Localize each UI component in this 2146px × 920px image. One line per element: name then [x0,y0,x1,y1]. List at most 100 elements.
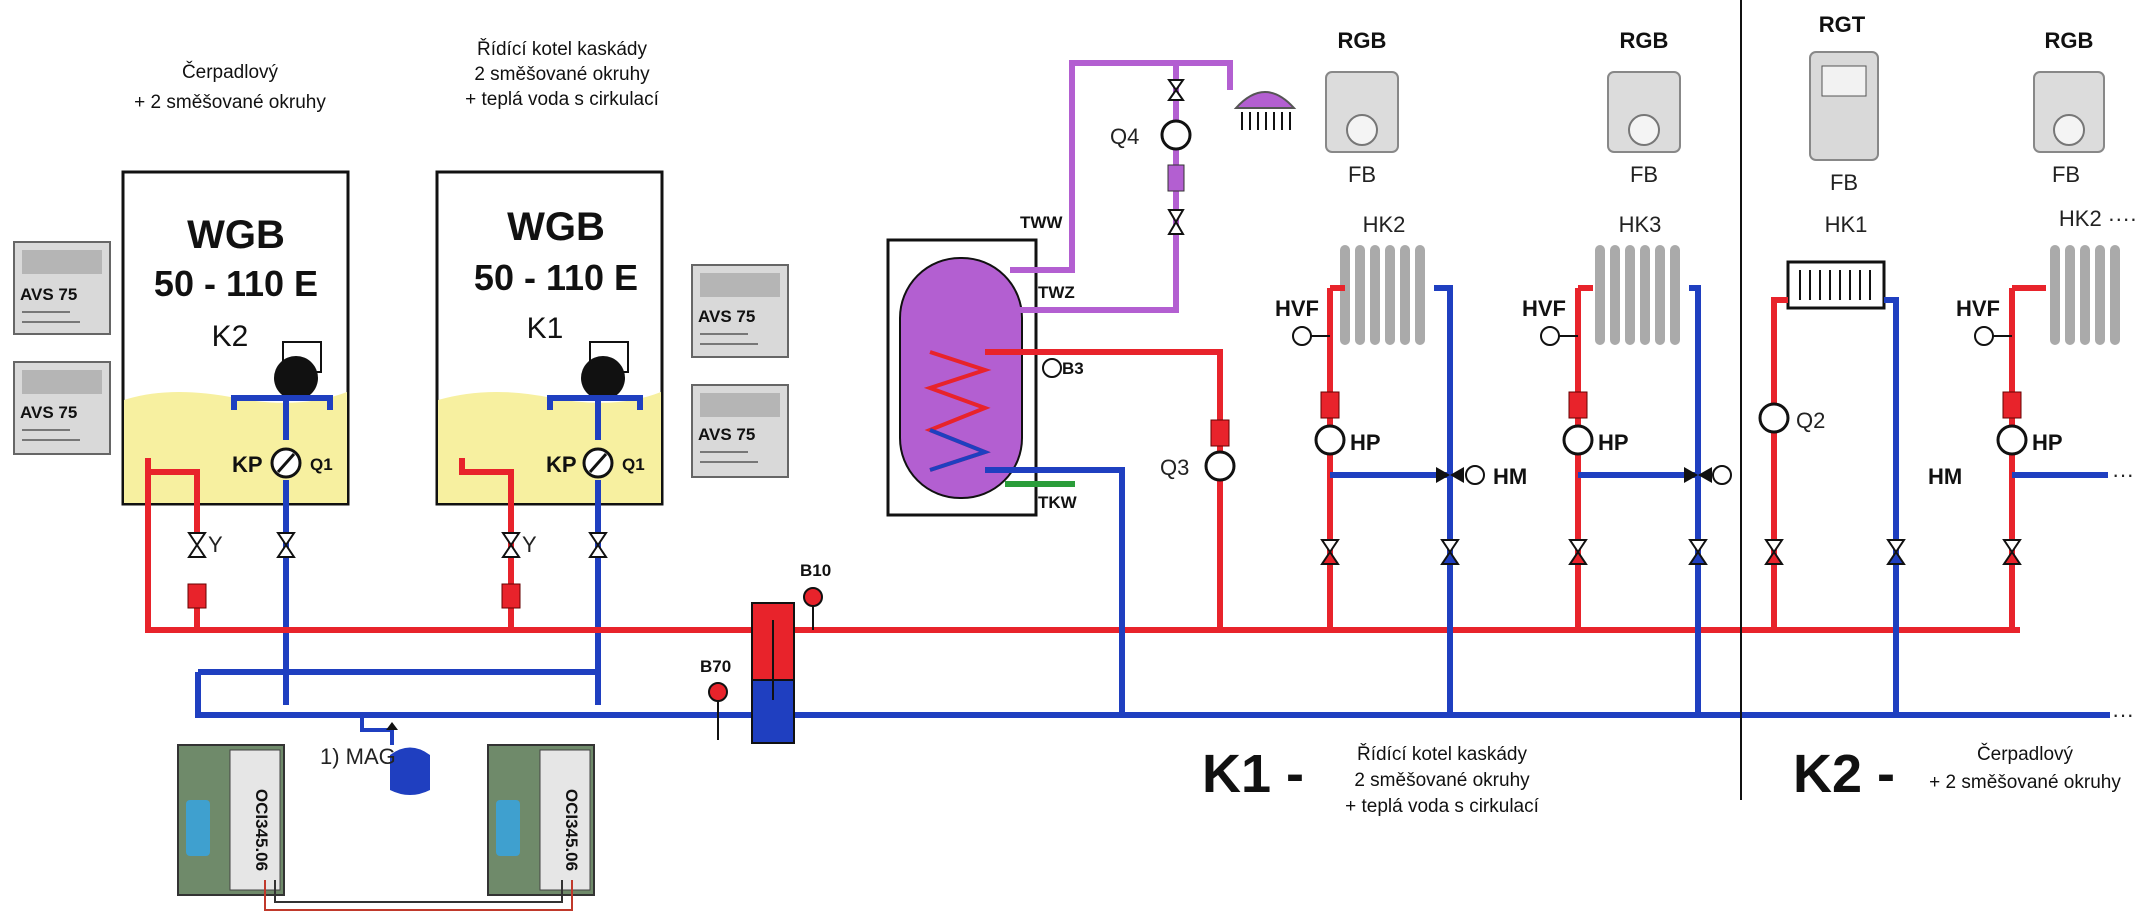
circuit-hk3-hvf: HVF [1522,296,1566,321]
panel-radiator-icon [1786,260,1886,310]
flow-sensor-icon [1292,326,1312,346]
boiler-k1-caption-line1: Řídící kotel kaskády [477,38,648,60]
mag-label: 1) MAG [320,744,396,769]
room-unit-icon [2033,71,2105,153]
sensor-b10-label: B10 [800,561,831,580]
pump-q3-label: Q3 [1160,455,1189,480]
radiator-icon [1340,245,1425,345]
circuit-hk2b-continuation: ··· [2112,462,2134,487]
circuit-hk2-remote: RGB [1338,28,1387,53]
tank-tww-label: TWW [1020,213,1063,232]
controller-avs75-2: AVS 75 [13,361,111,455]
circuit-hk2-hp: HP [1350,430,1381,455]
circuit-hk1-remote: RGT [1819,12,1866,37]
boiler-k2-pump-label: KP [232,452,263,477]
sensor-b70-label: B70 [700,657,731,676]
tank-tkw-label: TKW [1038,493,1078,512]
boiler-k1-pump-label: KP [546,452,577,477]
burner-icon [581,356,625,400]
expansion-vessel-icon [390,747,430,795]
circuit-hk3-hp: HP [1598,430,1629,455]
oci-module-2: OCI345.06 [487,744,595,896]
dhw-tank: TWW TWZ TKW B3 [886,213,1084,517]
boiler-k2-title: WGB [187,213,285,257]
boiler-k1: Řídící kotel kaskády 2 směšované okruhy … [435,38,664,506]
summary-k1-label: K1 - [1202,744,1304,804]
oci-label: OCI345.06 [252,789,271,871]
circuit-hk2b-hp: HP [2032,430,2063,455]
boiler-k1-model: 50 - 110 E [474,257,638,298]
sensor-b10-icon [803,587,823,607]
boiler-k1-pump-code: Q1 [622,455,645,474]
flow-sensor-icon [1974,326,1994,346]
main-headers: ··· [195,627,2134,727]
summary-k2-line2: + 2 směšované okruhy [1929,772,2121,793]
circuit-pump-icon [1314,424,1346,456]
circuit-pump-icon [1996,424,2028,456]
controller-avs75-3: AVS 75 [691,264,789,358]
pump-q4-label: Q4 [1110,124,1139,149]
circuit-hk2b-hvf: HVF [1956,296,2000,321]
summary-k2: K2 - Čerpadlový + 2 směšované okruhy [1793,743,2121,804]
controller-label: AVS 75 [20,285,77,304]
tank-twz-label: TWZ [1038,283,1075,302]
non-return-valve-icon [187,583,207,609]
expansion-vessel-mag: 1) MAG [320,715,430,795]
pump-q3-icon [1204,450,1236,482]
circuit-hk1: RGT FB HK1 Q2 [1758,12,1906,715]
hydraulic-separator: B10 B70 [700,561,831,744]
boiler-k2-code: K2 [212,320,249,353]
boiler-k2-valve-label: Y [208,532,223,557]
circuit-hk3-remote: RGB [1620,28,1669,53]
circuit-hk2-hm: HM [1493,464,1527,489]
controller-label: AVS 75 [698,425,755,444]
circuit-hk1-fb: FB [1830,170,1858,195]
circuit-hk3-fb: FB [1630,162,1658,187]
pump-q2-icon [1758,402,1790,434]
shower-head-icon [1233,91,1297,109]
boiler-k1-code: K1 [527,312,564,345]
circuit-hk1-name: HK1 [1825,212,1868,237]
mixing-valve-icon [1684,467,1698,483]
burner-icon [274,356,318,400]
dhw-circulation: Q4 [1010,60,1297,313]
oci-module-1: OCI345.06 [177,744,285,896]
summary-k2-label: K2 - [1793,744,1895,804]
return-header [195,672,2110,718]
boiler-k2-pump-code: Q1 [310,455,333,474]
controller-avs75-4: AVS 75 [691,384,789,478]
pump-q4-icon [1160,119,1192,151]
radiator-icon [2050,245,2120,345]
boiler-connection-pipes: Y Y [145,458,608,705]
circuit-hk2b-fb: FB [2052,162,2080,187]
circuit-hk2-hvf: HVF [1275,296,1319,321]
summary-k1: K1 - Řídící kotel kaskády 2 směšované ok… [1202,743,1540,817]
controller-avs75-1: AVS 75 [13,241,111,335]
lpb-bus-cable [264,880,573,911]
dhw-charging-loop: Q3 [985,349,1236,715]
controller-label: AVS 75 [20,403,77,422]
circuit-hk2-k2: RGB FB HK2 ···· ··· HVF HP HM [1928,28,2137,630]
circuit-hk2b-hm: HM [1928,464,1962,489]
boiler-k2-model: 50 - 110 E [154,263,318,304]
return-continuation: ··· [2112,702,2134,727]
circuit-hk3-name: HK3 [1619,212,1662,237]
sensor-b70-icon [708,682,728,702]
ball-valve-icon [276,532,296,547]
circuit-hk2b-name: HK2 ···· [2059,206,2137,231]
circuit-hk2-fb: FB [1348,162,1376,187]
boiler-k1-caption-line2: 2 směšované okruhy [474,64,650,85]
circuit-hk3: RGB FB HK3 HVF HP [1522,28,1732,715]
sensor-b3-icon [1042,358,1062,378]
mixing-valve-icon [1436,467,1450,483]
controller-label: AVS 75 [698,307,755,326]
check-valve-icon [1167,164,1185,192]
summary-k2-line1: Čerpadlový [1977,743,2074,765]
ball-valve-icon [588,532,608,547]
boiler-k2: Čerpadlový + 2 směšované okruhy WGB 50 -… [121,61,350,506]
pump-q2-label: Q2 [1796,408,1825,433]
ball-valve-icon [187,532,207,547]
circuit-pump-icon [1562,424,1594,456]
boiler-k1-title: WGB [507,205,605,249]
